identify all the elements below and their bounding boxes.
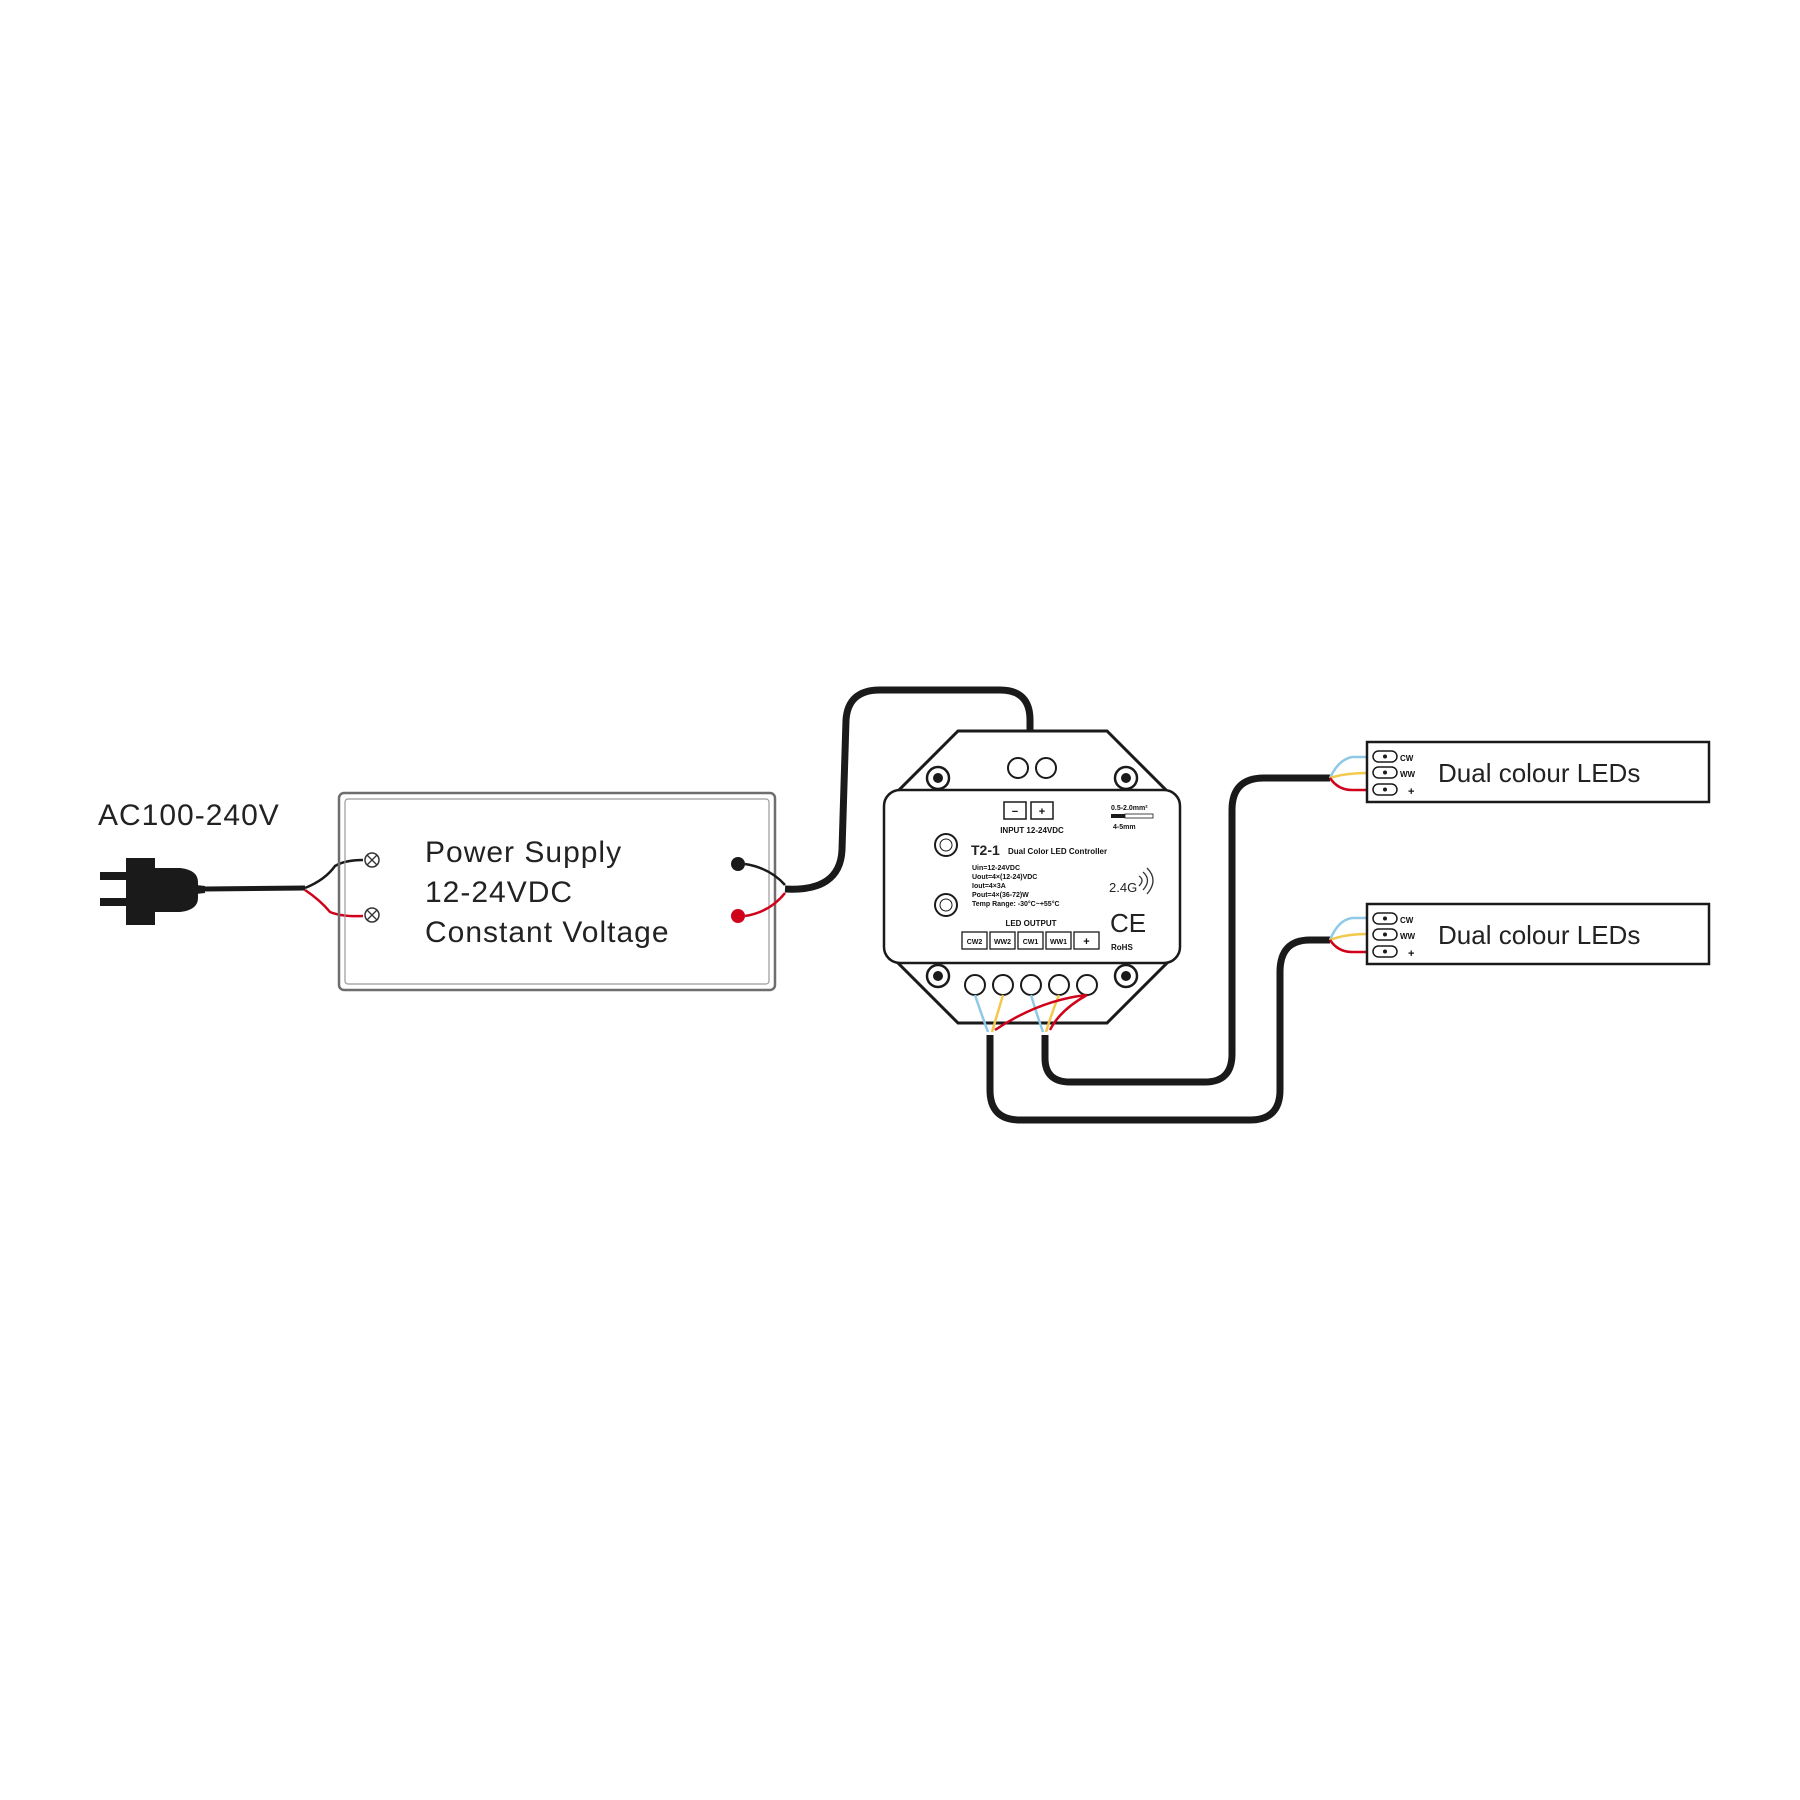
ac-terminal-bottom-icon bbox=[364, 907, 380, 923]
controller-button-top[interactable] bbox=[934, 833, 958, 857]
strip-2-pin-ww: WW bbox=[1400, 932, 1416, 941]
spec-temperature: Temp Range: -30°C~+55°C bbox=[972, 900, 1060, 908]
power-supply: Power Supply 12-24VDC Constant Voltage bbox=[337, 791, 777, 992]
mains-wire-neutral bbox=[304, 888, 364, 918]
output-terminal-ww1-icon bbox=[1048, 974, 1070, 996]
screw-bottom-left-icon bbox=[925, 963, 951, 989]
led-strip-1: CW WW + Dual colour LEDs bbox=[1365, 740, 1711, 804]
controller-description: Dual Color LED Controller bbox=[1008, 847, 1107, 856]
screw-bottom-right-icon bbox=[1113, 963, 1139, 989]
spec-output-power: Pout=4×(36-72)W bbox=[972, 892, 1029, 899]
controller-button-bottom[interactable] bbox=[934, 893, 958, 917]
screw-top-left-icon bbox=[925, 765, 951, 791]
strip-1-wire-ww bbox=[1329, 771, 1369, 780]
strip-2-wire-plus bbox=[1328, 939, 1368, 954]
rohs-mark: RoHS bbox=[1111, 943, 1133, 952]
output-terminal-cw2-icon bbox=[964, 974, 986, 996]
mains-wire-live bbox=[304, 858, 364, 890]
dc-terminal-negative-icon bbox=[731, 857, 745, 871]
ac-plug-icon bbox=[100, 858, 205, 925]
input-label: INPUT 12-24VDC bbox=[1000, 826, 1064, 835]
led-controller: − + INPUT 12-24VDC 0.5-2.0mm² 4-5mm T2-1… bbox=[882, 729, 1182, 1025]
controller-model: T2-1 bbox=[971, 842, 1000, 858]
wire-strip-icon bbox=[1111, 813, 1154, 819]
mains-voltage-label: AC100-240V bbox=[98, 799, 280, 832]
strip-1-pin-cw: CW bbox=[1400, 754, 1414, 763]
output-terminal-plus-icon bbox=[1076, 974, 1098, 996]
ac-terminal-top-icon bbox=[364, 852, 380, 868]
output-label-cw1: CW1 bbox=[1023, 939, 1039, 946]
screw-top-right-icon bbox=[1113, 765, 1139, 791]
cable-to-strip-2 bbox=[986, 936, 1330, 1124]
led-strip-2: CW WW + Dual colour LEDs bbox=[1365, 902, 1711, 966]
out-wire-ww2 bbox=[990, 994, 1005, 1033]
strip-2-wire-cw bbox=[1328, 916, 1368, 941]
strip-2-pin-cw: CW bbox=[1400, 916, 1414, 925]
input-plus-label: + bbox=[1039, 806, 1045, 818]
output-label-ww1: WW1 bbox=[1050, 939, 1067, 946]
psu-title: Power Supply bbox=[425, 836, 622, 869]
output-terminal-cw1-icon bbox=[1020, 974, 1042, 996]
output-label-ww2: WW2 bbox=[994, 939, 1011, 946]
rf-frequency: 2.4G bbox=[1109, 880, 1137, 895]
wireless-signal-icon bbox=[1138, 867, 1154, 895]
psu-type: Constant Voltage bbox=[425, 916, 670, 949]
input-terminal-negative-icon bbox=[1007, 757, 1029, 779]
spec-output-current: Iout=4×3A bbox=[972, 883, 1006, 890]
strip-1-wire-cw bbox=[1328, 755, 1368, 779]
mains-cable bbox=[204, 885, 306, 892]
strip-2-label: Dual colour LEDs bbox=[1438, 920, 1640, 950]
cable-to-strip-1 bbox=[1041, 774, 1330, 1086]
led-output-label: LED OUTPUT bbox=[1005, 919, 1056, 928]
input-minus-label: − bbox=[1012, 806, 1018, 818]
dc-input-cable bbox=[784, 686, 1034, 893]
dc-wire-negative bbox=[744, 862, 786, 886]
wire-spec-strip: 4-5mm bbox=[1113, 824, 1136, 831]
out-wire-cw2 bbox=[973, 994, 990, 1033]
out-wire-cw1 bbox=[1029, 994, 1045, 1033]
wire-spec-gauge: 0.5-2.0mm² bbox=[1111, 805, 1148, 812]
psu-voltage: 12-24VDC bbox=[425, 876, 573, 909]
out-wire-ww1 bbox=[1044, 994, 1061, 1033]
strip-1-pin-plus: + bbox=[1408, 786, 1414, 798]
output-label-cw2: CW2 bbox=[967, 939, 983, 946]
dc-wire-positive bbox=[744, 892, 786, 918]
output-terminal-ww2-icon bbox=[992, 974, 1014, 996]
out-wire-plus bbox=[994, 993, 1088, 1032]
strip-1-pin-ww: WW bbox=[1400, 770, 1416, 779]
output-label-plus: + bbox=[1083, 936, 1089, 948]
dc-terminal-positive-icon bbox=[731, 909, 745, 923]
output-label-row: CW2 WW2 CW1 WW1 + bbox=[961, 931, 1100, 950]
input-terminal-positive-icon bbox=[1035, 757, 1057, 779]
input-plus-box bbox=[1030, 801, 1054, 820]
strip-1-wire-plus bbox=[1328, 777, 1368, 792]
strip-2-pin-plus: + bbox=[1408, 948, 1414, 960]
input-minus-box bbox=[1003, 801, 1027, 820]
strip-1-label: Dual colour LEDs bbox=[1438, 758, 1640, 788]
spec-output-voltage: Uout=4×(12-24)VDC bbox=[972, 874, 1037, 881]
spec-input: Uin=12-24VDC bbox=[972, 865, 1020, 872]
strip-2-wire-ww bbox=[1329, 932, 1369, 942]
ce-mark: CE bbox=[1110, 908, 1146, 938]
